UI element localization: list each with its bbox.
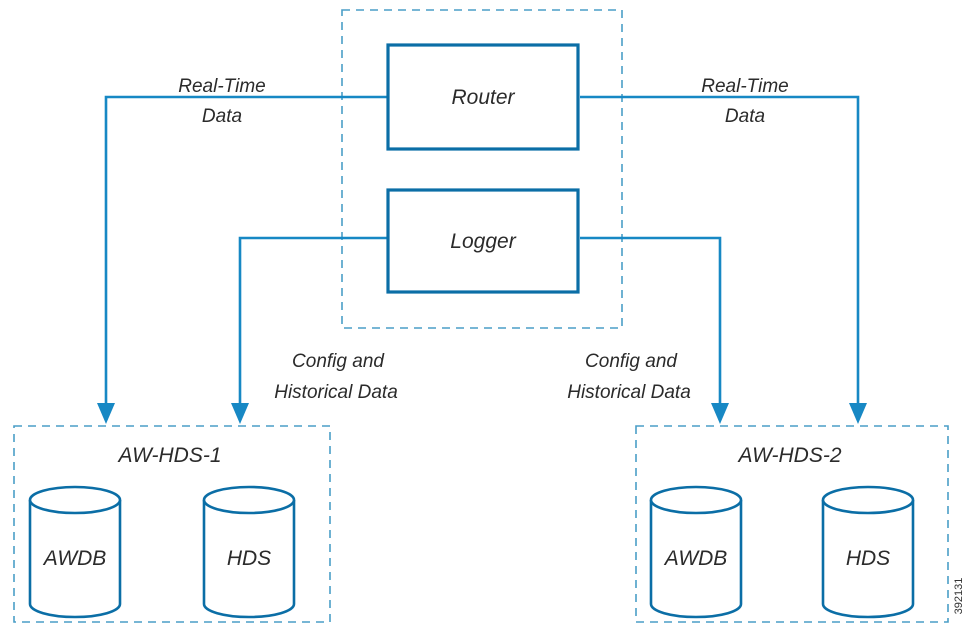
config-left-label-line1: Config and xyxy=(292,351,385,372)
router-to-hds1-arrowhead xyxy=(97,403,115,424)
aw-hds-2-awdb-cylinder: AWDB xyxy=(649,485,743,619)
router-to-hds2-arrow xyxy=(580,95,860,405)
logger-label: Logger xyxy=(450,230,516,253)
aw-hds-2-hds-label: HDS xyxy=(846,547,890,570)
config-right-label-line2: Historical Data xyxy=(567,382,691,403)
figure-number: 392131 xyxy=(953,578,965,615)
logger-to-hds1-arrowhead xyxy=(231,403,249,424)
router-to-hds1-arrow xyxy=(104,95,388,405)
aw-hds-2-awdb-label: AWDB xyxy=(663,547,728,570)
aw-hds-1-hds-label: HDS xyxy=(227,547,271,570)
logger-to-hds2-arrow xyxy=(580,236,722,405)
router-label: Router xyxy=(451,86,515,109)
logger-box: Logger xyxy=(386,188,580,294)
logger-to-hds2-arrowhead xyxy=(711,403,729,424)
aw-hds-1-group: AW-HDS-1 AWDB HDS xyxy=(13,425,331,623)
config-left-label-line2: Historical Data xyxy=(274,382,398,403)
aw-hds-1-title: AW-HDS-1 xyxy=(116,444,221,467)
router-box: Router xyxy=(386,43,580,151)
aw-hds-1-awdb-label: AWDB xyxy=(42,547,107,570)
aw-hds-2-group: AW-HDS-2 AWDB HDS xyxy=(635,425,949,623)
router-to-hds2-arrowhead xyxy=(849,403,867,424)
realtime-right-label-line1: Real-Time xyxy=(701,76,788,97)
realtime-right-label-line2: Data xyxy=(725,106,765,127)
aw-hds-2-hds-cylinder: HDS xyxy=(821,485,915,619)
aw-hds-1-hds-cylinder: HDS xyxy=(202,485,296,619)
central-container xyxy=(341,9,623,329)
realtime-left-label-line1: Real-Time xyxy=(178,76,265,97)
config-right-label-line1: Config and xyxy=(585,351,678,372)
logger-to-hds1-arrow xyxy=(238,236,388,405)
aw-hds-1-awdb-cylinder: AWDB xyxy=(28,485,122,619)
realtime-left-label-line2: Data xyxy=(202,106,242,127)
aw-hds-2-title: AW-HDS-2 xyxy=(736,444,841,467)
